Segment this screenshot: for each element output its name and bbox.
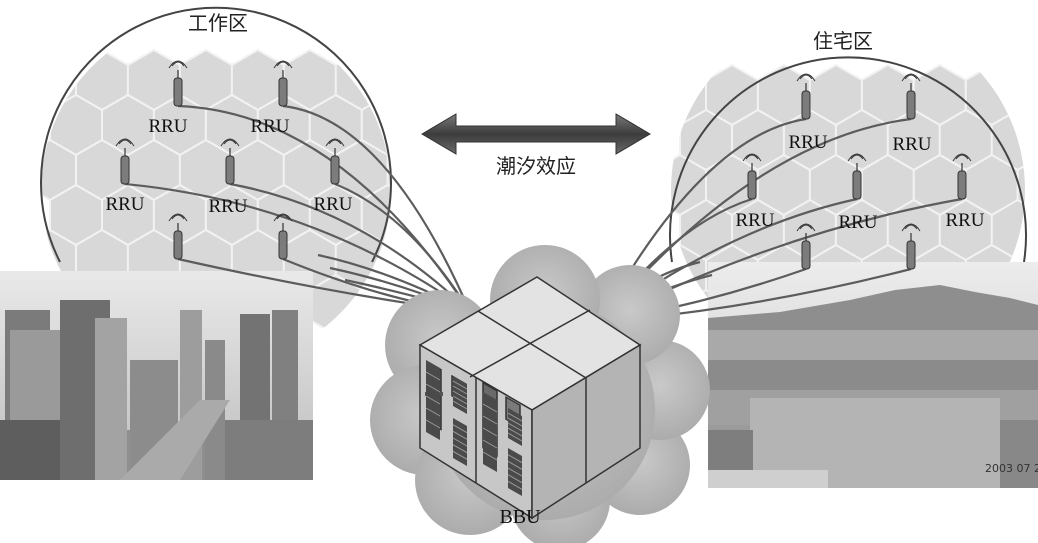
coverage-cell [440,50,492,110]
rru-label: RRU [892,134,931,155]
rru-antenna-icon [952,153,972,200]
coverage-cell [386,48,391,112]
rru-label: RRU [313,194,352,215]
coverage-cell [1016,63,1025,127]
residential-zone-photo: 2003 07 28 [708,262,1038,488]
fiber-link-work [334,182,471,313]
work-zone-photo [0,271,313,480]
bbu-label: BBU [499,506,541,528]
rru-antenna-icon [742,153,762,200]
rru-label: RRU [838,212,877,233]
rru-antenna-icon [901,73,921,120]
rru-label: RRU [788,132,827,153]
coverage-cell [466,95,518,155]
rru-antenna-icon [847,153,867,200]
rru-antenna-icon [325,138,345,185]
vent-grille [425,360,441,440]
tidal-effect-label: 潮汐效应 [496,154,576,178]
rru-antenna-icon [273,213,293,260]
coverage-cell [518,95,570,155]
rru-antenna-icon [273,60,293,107]
rru-antenna-icon [796,73,816,120]
fiber-link-work [282,104,472,313]
photo-date-stamp: 2003 07 28 [985,462,1038,475]
coverage-cell [414,185,466,245]
residential-zone-title: 住宅区 [813,29,873,53]
rru-antenna-icon [115,138,135,185]
rru-antennas [115,60,972,270]
vent-grille [452,418,468,466]
rru-antenna-icon [168,213,188,260]
bbu-vents [425,360,523,496]
fiber-link-work [124,182,471,313]
rru-antenna-icon [901,223,921,270]
rru-antenna-icon [168,60,188,107]
rru-label: RRU [105,194,144,215]
fiber-link-work [229,182,471,313]
coverage-cell [466,185,518,245]
tidal-double-arrow [421,113,651,155]
rru-antenna-icon [220,138,240,185]
rru-label: RRU [250,116,289,137]
rru-label: RRU [208,196,247,217]
rru-label: RRU [148,116,187,137]
coverage-cell [492,50,544,110]
vent-grille [452,376,468,414]
work-zone-boundary [40,6,392,263]
rru-label: RRU [735,210,774,231]
rru-labels: RRU RRU RRU RRU RRU RRU RRU RRU RRU RRU [105,116,984,233]
coverage-cell [518,185,570,245]
work-zone-title: 工作区 [188,11,248,35]
residential-zone-boundary [669,56,1027,263]
vent-grille [482,392,498,472]
rru-label: RRU [945,210,984,231]
vent-grille [507,408,523,446]
vent-grille [507,448,523,496]
coverage-cell [386,138,391,202]
rru-antenna-icon [796,223,816,270]
